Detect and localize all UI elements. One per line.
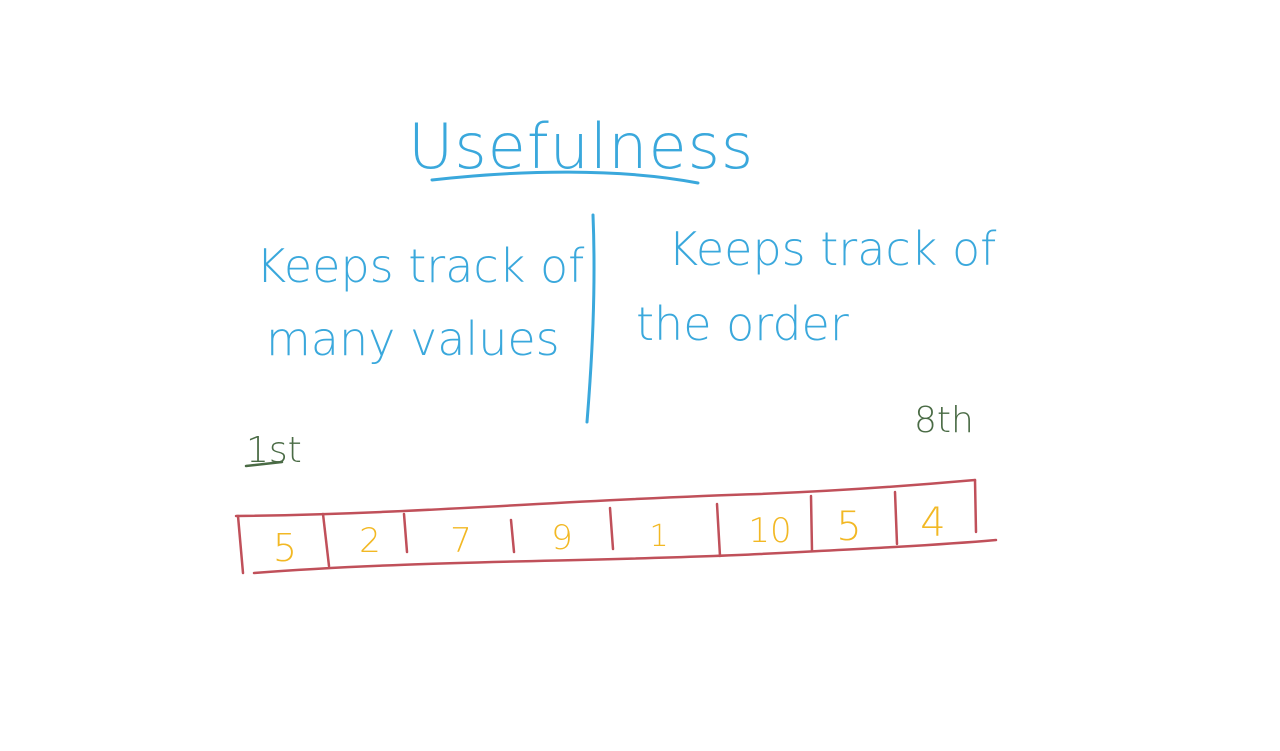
array-cell: 5 xyxy=(273,526,297,570)
array-cell: 7 xyxy=(450,521,472,561)
cell-divider-7 xyxy=(893,490,899,546)
first-index-underline xyxy=(244,460,284,468)
array-cell-dividers xyxy=(321,490,899,568)
column-divider xyxy=(585,213,596,424)
cell-divider-3 xyxy=(509,518,516,554)
cell-divider-2 xyxy=(402,512,409,554)
array-top-edge xyxy=(234,478,977,518)
array-cell: 1 xyxy=(649,519,668,554)
array-bottom-edge xyxy=(252,538,998,575)
array-cell: 5 xyxy=(836,504,861,550)
last-index-label: 8th xyxy=(914,400,974,441)
array-cell: 2 xyxy=(359,521,381,561)
cell-divider-6 xyxy=(809,494,814,553)
cell-divider-1 xyxy=(321,512,331,568)
array-outline xyxy=(234,478,998,575)
right-column-line1: Keeps track of xyxy=(668,222,997,276)
cell-divider-5 xyxy=(715,502,722,558)
array-cell: 10 xyxy=(748,511,791,551)
array-cell: 4 xyxy=(920,500,945,546)
array-right-edge xyxy=(973,478,978,534)
left-column-line2: many values xyxy=(266,312,560,366)
right-column-line2: the order xyxy=(636,297,849,351)
cell-divider-4 xyxy=(608,506,615,551)
array-left-edge xyxy=(236,514,245,575)
array-cell: 9 xyxy=(551,518,573,558)
title-underline xyxy=(430,170,700,185)
left-column-line1: Keeps track of xyxy=(256,239,585,293)
array-cell-values: 5 2 7 9 1 10 5 4 xyxy=(273,500,946,570)
